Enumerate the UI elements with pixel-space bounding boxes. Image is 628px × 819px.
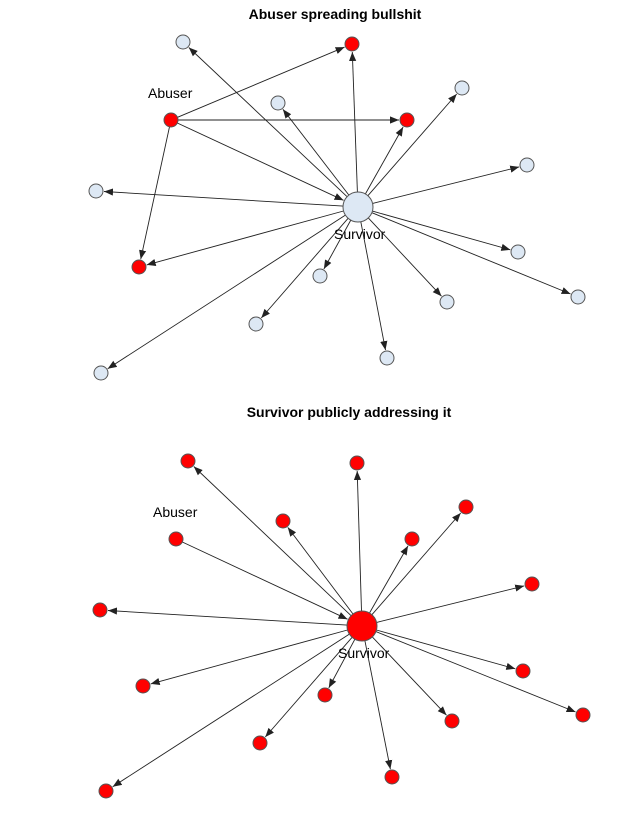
edge-survivor-to-node xyxy=(107,214,346,370)
survivor-node xyxy=(346,610,378,642)
node-6 xyxy=(92,602,108,618)
edge-survivor-to-node xyxy=(364,640,393,770)
edge-survivor-to-node xyxy=(188,47,348,198)
edge-survivor-to-node xyxy=(193,466,352,617)
node-6 xyxy=(88,183,104,199)
survivor-label: Survivor xyxy=(334,226,386,242)
edge-survivor-to-node xyxy=(375,631,576,713)
edge-survivor-to-node xyxy=(371,512,462,615)
node-8 xyxy=(135,678,151,694)
edge-survivor-to-node xyxy=(353,470,362,612)
node-4 xyxy=(399,112,415,128)
diagram-title: Survivor publicly addressing it xyxy=(247,404,452,420)
node-11 xyxy=(439,294,455,310)
edge-survivor-to-node xyxy=(349,51,358,193)
nodes xyxy=(92,453,591,799)
node-9 xyxy=(515,663,531,679)
edge-survivor-to-node xyxy=(103,188,344,207)
edge-survivor-to-node xyxy=(365,126,404,195)
nodes xyxy=(88,34,586,381)
node-3 xyxy=(275,513,291,529)
edge-survivor-to-node xyxy=(360,221,388,351)
node-8 xyxy=(131,259,147,275)
survivor-node xyxy=(342,191,374,223)
node-11 xyxy=(444,713,460,729)
edge-abuser-to-node xyxy=(139,126,170,260)
node-15 xyxy=(98,783,114,799)
node-15 xyxy=(93,365,109,381)
node-9 xyxy=(510,244,526,260)
abuser-label: Abuser xyxy=(153,504,198,520)
diagram-abuser-spreading: Abuser spreading bullshit Abuser Survivo… xyxy=(88,6,586,381)
edge-abuser-to-survivor xyxy=(182,541,348,620)
node-13 xyxy=(248,316,264,332)
edges xyxy=(107,466,576,788)
edge-abuser-to-survivor xyxy=(177,122,344,201)
edge-survivor-to-node xyxy=(282,109,350,196)
edge-survivor-to-node xyxy=(371,212,571,295)
abuser-node xyxy=(163,112,179,128)
edge-survivor-to-node xyxy=(371,636,447,716)
edges xyxy=(103,46,571,370)
node-7 xyxy=(519,157,535,173)
node-1 xyxy=(175,34,191,50)
edge-survivor-to-node xyxy=(260,218,349,319)
node-12 xyxy=(570,289,586,305)
node-5 xyxy=(454,80,470,96)
node-3 xyxy=(270,95,286,111)
node-14 xyxy=(384,769,400,785)
edge-survivor-to-node xyxy=(369,545,409,614)
node-2 xyxy=(344,36,360,52)
node-5 xyxy=(458,499,474,515)
node-4 xyxy=(404,531,420,547)
edge-survivor-to-node xyxy=(367,93,458,196)
abuser-node xyxy=(168,531,184,547)
abuser-label: Abuser xyxy=(148,85,193,101)
edge-abuser-to-node xyxy=(177,46,345,118)
node-7 xyxy=(524,576,540,592)
node-13 xyxy=(252,735,268,751)
survivor-label: Survivor xyxy=(338,645,390,661)
edge-survivor-to-node xyxy=(328,638,356,689)
node-1 xyxy=(180,453,196,469)
edge-survivor-to-node xyxy=(264,637,353,738)
node-14 xyxy=(379,350,395,366)
edge-survivor-to-node xyxy=(367,217,442,297)
edge-survivor-to-node xyxy=(323,219,352,270)
edge-survivor-to-node xyxy=(112,633,350,788)
node-2 xyxy=(349,455,365,471)
edge-survivor-to-node xyxy=(146,210,344,266)
edge-survivor-to-node xyxy=(376,629,516,670)
edge-survivor-to-node xyxy=(372,165,520,204)
edge-survivor-to-node xyxy=(107,607,348,626)
edge-survivor-to-node xyxy=(287,527,354,615)
edge-survivor-to-node xyxy=(150,629,348,685)
diagram-title: Abuser spreading bullshit xyxy=(249,6,422,22)
edge-survivor-to-node xyxy=(372,210,511,251)
node-10 xyxy=(312,268,328,284)
node-12 xyxy=(575,707,591,723)
diagram-survivor-addressing: Survivor publicly addressing it Abuser S… xyxy=(92,404,591,799)
node-10 xyxy=(317,687,333,703)
edge-survivor-to-node xyxy=(376,584,525,623)
